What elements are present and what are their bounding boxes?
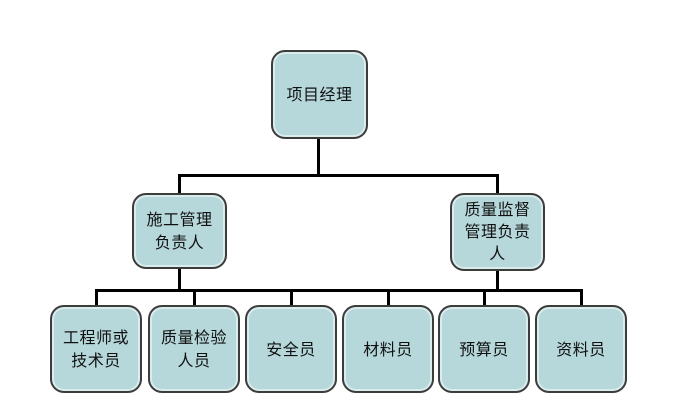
connector-root-stem [317, 138, 320, 176]
connector-drop-engineer [95, 289, 98, 307]
node-budget-officer: 预算员 [438, 305, 530, 393]
connector-feed-construction [178, 267, 181, 292]
connector-feed-quality [496, 269, 499, 292]
node-construction-manager: 施工管理 负责人 [132, 193, 227, 269]
node-project-manager: 项目经理 [271, 50, 368, 139]
connector-drop-budget [483, 289, 486, 307]
connector-drop-document [580, 289, 583, 307]
node-safety-officer: 安全员 [245, 305, 337, 393]
connector-drop-quality [496, 174, 499, 195]
node-engineer-technician: 工程师或 技术员 [50, 305, 142, 393]
node-quality-supervision-manager: 质量监督 管理负责 人 [450, 193, 545, 271]
connector-drop-inspector [193, 289, 196, 307]
node-material-officer: 材料员 [342, 305, 434, 393]
connector-drop-construction [178, 174, 181, 195]
node-quality-inspector: 质量检验 人员 [148, 305, 240, 393]
connector-level2-rail [178, 174, 499, 177]
connector-drop-material [387, 289, 390, 307]
node-document-officer: 资料员 [535, 305, 627, 393]
connector-drop-safety [290, 289, 293, 307]
connector-level3-rail [95, 289, 582, 292]
